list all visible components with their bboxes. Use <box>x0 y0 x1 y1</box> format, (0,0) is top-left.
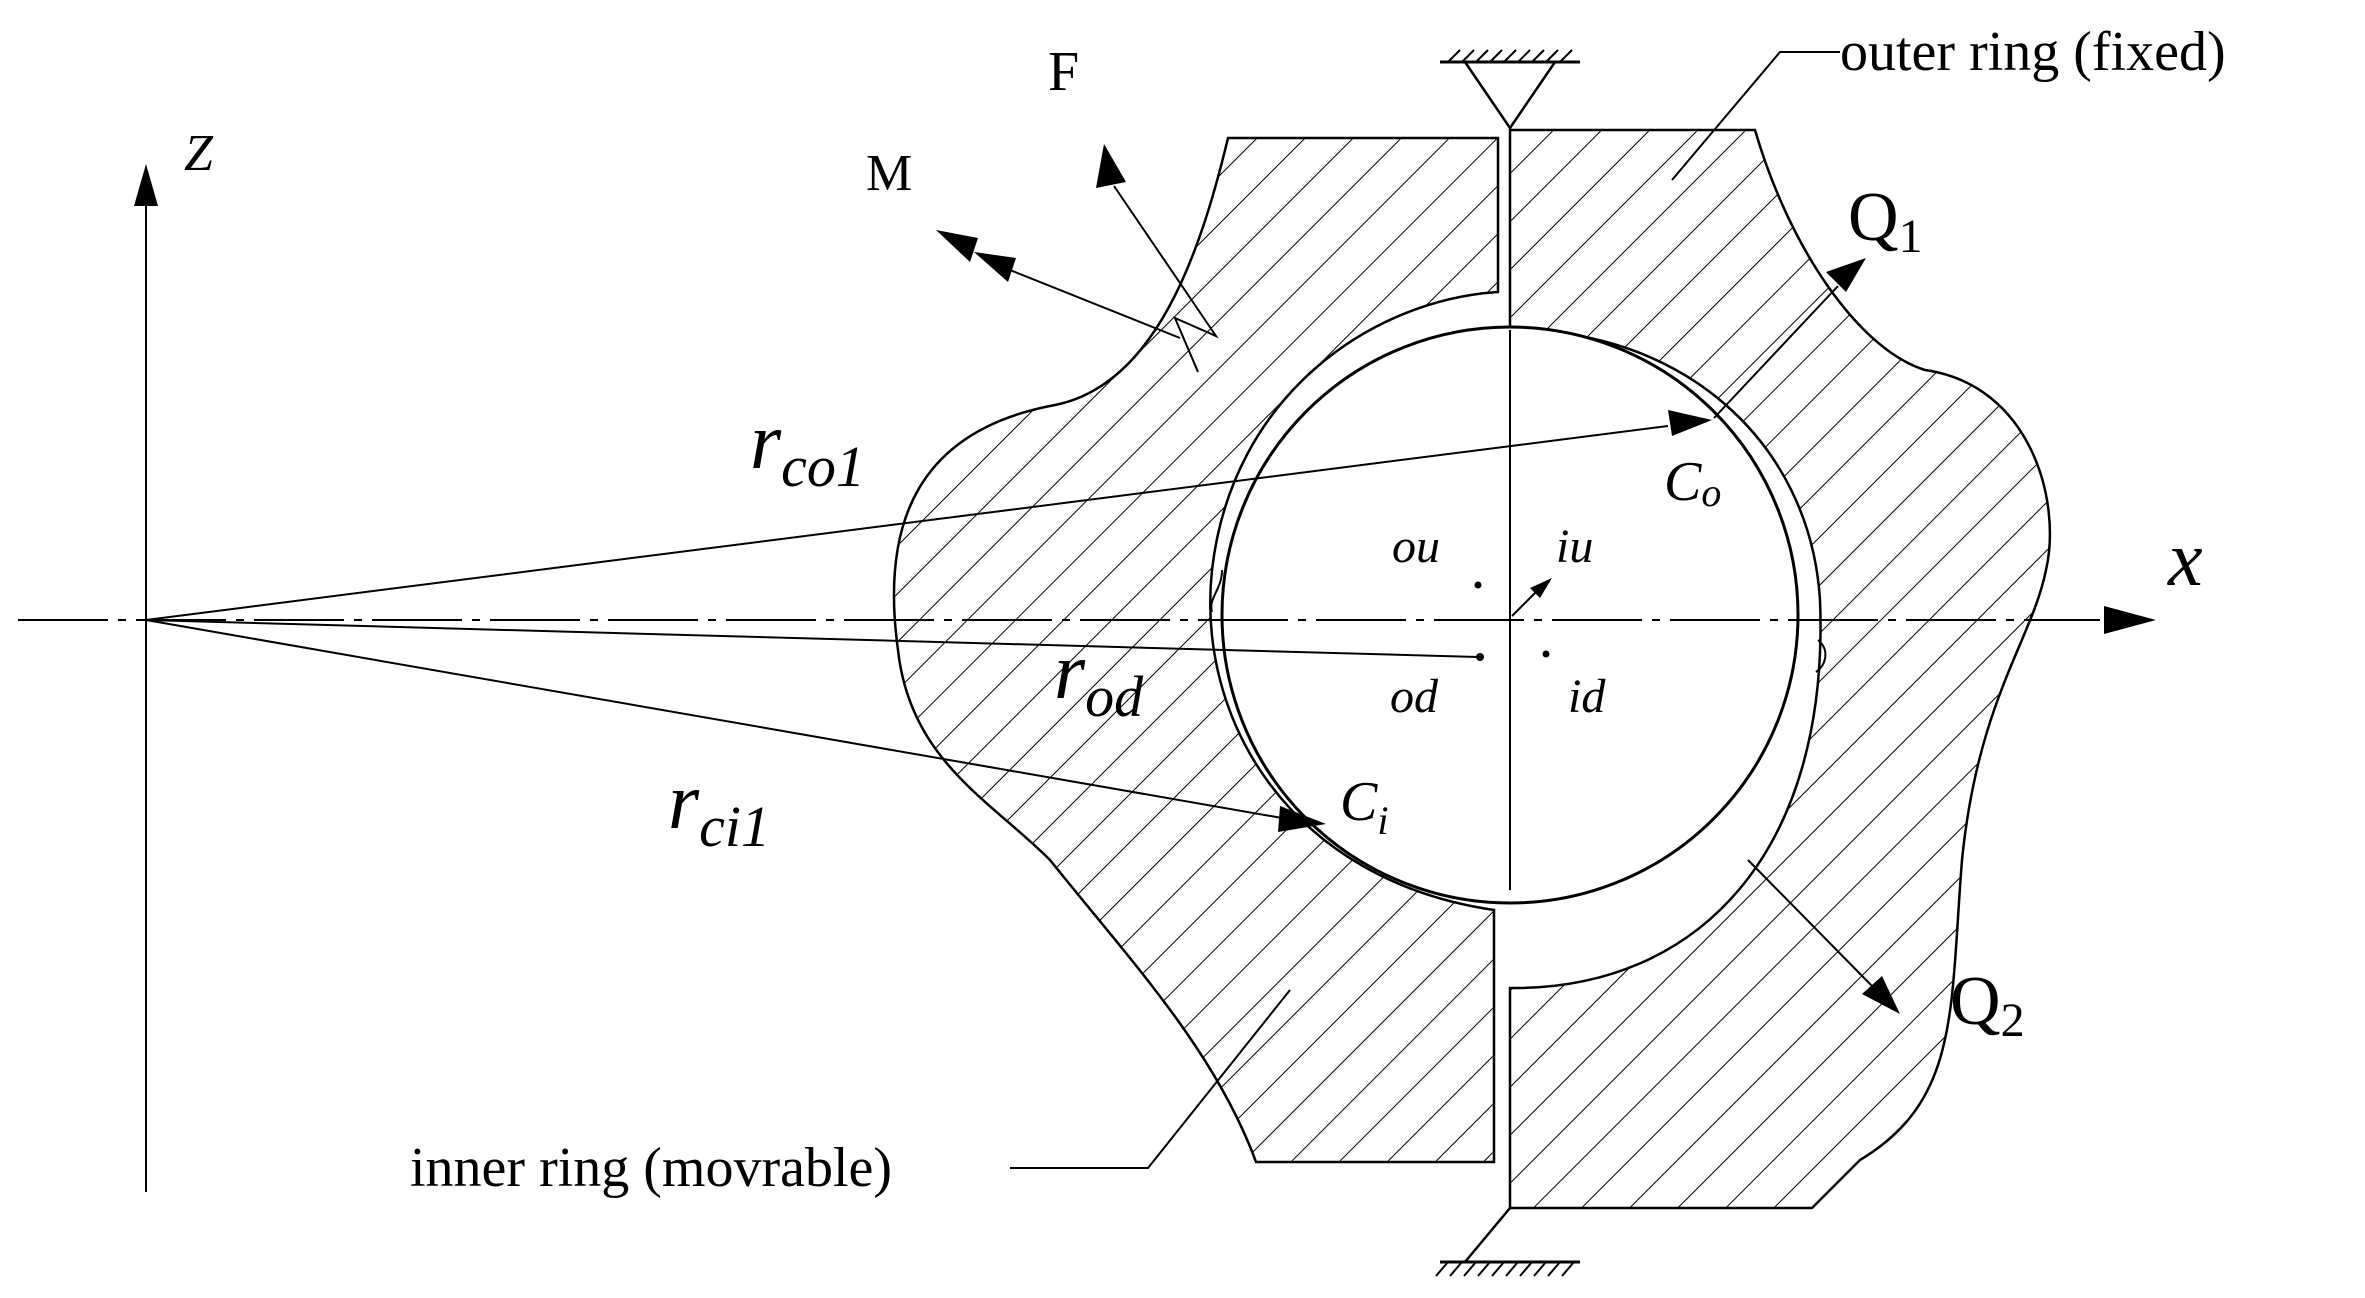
ci-label: C <box>1340 771 1378 833</box>
inner-ring-label: inner ring (movrable) <box>410 1137 892 1199</box>
r-od-vector <box>145 619 1484 661</box>
r-od-label: r <box>1054 628 1086 716</box>
z-axis <box>134 164 158 1192</box>
r-ci1-subscript: ci1 <box>699 794 770 859</box>
moment-label: M <box>866 145 912 202</box>
point-id <box>1542 650 1550 658</box>
svg-text:Q2: Q2 <box>1950 963 2025 1047</box>
od-label: od <box>1390 670 1439 723</box>
x-axis <box>18 606 2156 634</box>
r-co1-subscript: co1 <box>781 434 865 499</box>
ou-label: ou <box>1392 520 1440 573</box>
r-ci1-label: r <box>668 758 700 846</box>
ci-subscript: i <box>1377 798 1388 843</box>
ball-contact-nub-right <box>1815 639 1827 673</box>
top-support-icon <box>1440 49 1580 131</box>
q2-label: Q <box>1950 963 2001 1040</box>
q2-load-arrow <box>1747 859 1900 1014</box>
point-ou <box>1474 581 1482 589</box>
co-label: C <box>1664 451 1702 513</box>
force-label: F <box>1048 41 1079 103</box>
outer-ring-label: outer ring (fixed) <box>1840 21 2226 83</box>
inner-ring-leader <box>1010 989 1291 1169</box>
q1-subscript: 1 <box>1899 210 1923 263</box>
iu-label: iu <box>1556 520 1593 573</box>
q1-label: Q <box>1848 179 1899 256</box>
q2-subscript: 2 <box>2001 994 2025 1047</box>
q1-load-arrow <box>1713 258 1866 419</box>
r-co1-vector <box>145 410 1712 621</box>
r-co1-label: r <box>750 398 782 486</box>
z-axis-label: Z <box>184 125 214 182</box>
bottom-support-icon <box>1435 1207 1580 1277</box>
svg-text:rci1: rci1 <box>668 758 770 859</box>
outer-ring-leader <box>1671 51 1840 181</box>
x-axis-label: x <box>2167 515 2203 602</box>
r-ci1-vector <box>145 619 1326 832</box>
svg-text:Ci: Ci <box>1340 771 1388 843</box>
iu-offset-arrow <box>1511 578 1552 617</box>
svg-text:rod: rod <box>1054 628 1144 729</box>
co-subscript: o <box>1701 470 1721 515</box>
svg-text:Co: Co <box>1664 451 1721 515</box>
r-od-subscript: od <box>1085 664 1144 729</box>
force-moment-arrows <box>936 144 1219 373</box>
svg-text:rco1: rco1 <box>750 398 865 499</box>
svg-text:Q1: Q1 <box>1848 179 1923 263</box>
ball-contact-nub-left <box>1210 569 1223 613</box>
id-label: id <box>1568 670 1606 723</box>
